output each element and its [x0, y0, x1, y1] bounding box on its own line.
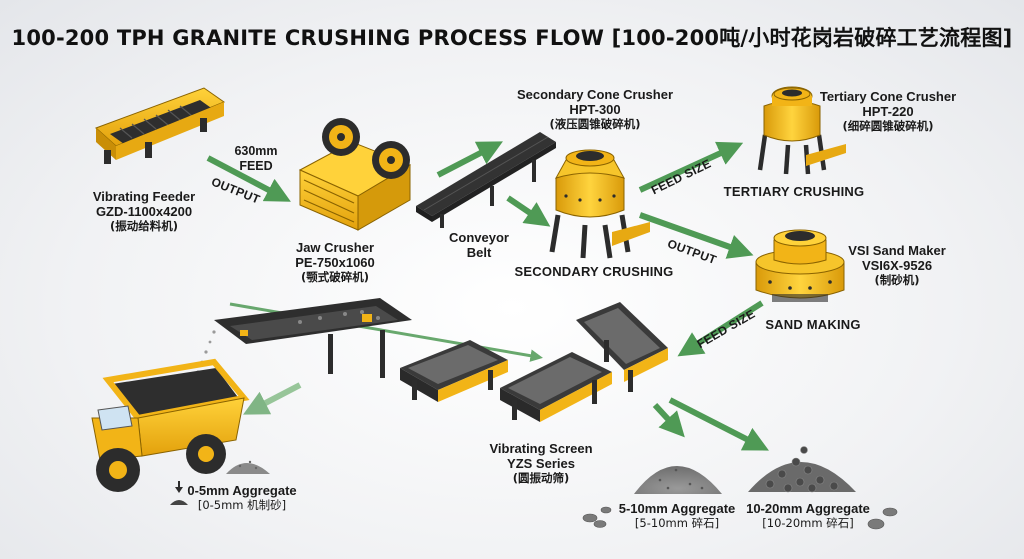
pile-0-5mm-icon: [226, 460, 270, 474]
label-conveyor-belt: Conveyor Belt: [449, 230, 509, 260]
label-vsi-sand-maker: VSI Sand Maker VSI6X-9526 (制砂机): [848, 243, 946, 288]
vsi-name: VSI Sand Maker: [848, 243, 946, 258]
vibrating-feeder-model: GZD-1100x4200: [95, 204, 193, 219]
arrow-vsi-to-screen: [677, 300, 764, 357]
vibrating-screen-icon: [400, 302, 668, 422]
arrow-secondary-to-tertiary: [638, 141, 744, 193]
secondary-cone-model: HPT-300: [569, 102, 621, 117]
vsi-model: VSI6X-9526: [861, 258, 933, 273]
aggregate-10-20-cn: [10-20mm 碎石]: [762, 516, 854, 530]
vibrating-screen-cn: (圆振动筛): [512, 471, 570, 485]
aggregate-5-10-cn: [5-10mm 碎石]: [634, 516, 720, 530]
pile-10-20mm-icon: [748, 446, 856, 493]
label-vibrating-screen: Vibrating Screen YZS Series (圆振动筛): [489, 441, 592, 486]
aggregate-10-20-name: 10-20mm Aggregate: [746, 501, 870, 516]
sand-symbol-icon: [170, 481, 188, 505]
label-aggregate-0-5: 0-5mm Aggregate [0-5mm 机制砂]: [187, 483, 296, 513]
page-title: 100-200 TPH GRANITE CRUSHING PROCESS FLO…: [11, 26, 1013, 50]
label-vibrating-feeder: Vibrating Feeder GZD-1100x4200 (振动给料机): [93, 189, 195, 234]
arrow-conveyor-to-secondary: [506, 195, 551, 227]
stage-sand-making: SAND MAKING: [765, 317, 861, 332]
stage-secondary-crushing: SECONDARY CRUSHING: [514, 264, 674, 279]
flow-arrows: [206, 141, 769, 451]
aggregate-5-10-name: 5-10mm Aggregate: [618, 501, 736, 516]
arrow-secondary-to-vsi: [638, 212, 754, 259]
jaw-crusher-name: Jaw Crusher: [295, 240, 375, 255]
jaw-crusher-model: PE-750x1060: [295, 255, 375, 270]
aggregate-0-5-name: 0-5mm Aggregate: [187, 483, 297, 498]
pile-5-10mm-icon: [634, 466, 722, 494]
dump-truck-icon: [91, 358, 250, 492]
vibrating-screen-model: YZS Series: [507, 456, 575, 471]
tertiary-cone-cn: (细碎圆锥破碎机): [842, 119, 934, 133]
conveyor-belt-icon: [416, 132, 556, 228]
secondary-cone-cn: (液压圆锥破碎机): [549, 117, 641, 131]
tertiary-cone-name: Tertiary Cone Crusher: [819, 89, 957, 104]
vibrating-feeder-name: Vibrating Feeder: [92, 189, 196, 204]
lower-conveyor-icon: [192, 298, 412, 384]
label-jaw-crusher: Jaw Crusher PE-750x1060 (颚式破碎机): [295, 240, 375, 285]
vibrating-feeder-cn: (振动给料机): [109, 219, 178, 233]
stage-tertiary-crushing: TERTIARY CRUSHING: [723, 184, 865, 199]
label-secondary-cone-crusher: Secondary Cone Crusher HPT-300 (液压圆锥破碎机): [517, 87, 673, 132]
label-tertiary-cone-crusher: Tertiary Cone Crusher HPT-220 (细碎圆锥破碎机): [820, 89, 956, 134]
arrow-screen-to-5-10: [652, 402, 685, 438]
vsi-cn: (制砂机): [874, 273, 920, 287]
sample-rocks-5-10-icon: [582, 506, 612, 528]
arrow-feeder-to-jaw: [206, 155, 291, 202]
arrow-to-truck: [243, 382, 302, 415]
aggregate-0-5-cn: [0-5mm 机制砂]: [197, 498, 287, 512]
sample-rocks-10-20-icon: [867, 507, 898, 530]
label-aggregate-10-20: 10-20mm Aggregate [10-20mm 碎石]: [746, 501, 870, 531]
feed-630mm-line1: 630mm: [234, 144, 278, 158]
tertiary-cone-model: HPT-220: [862, 104, 914, 119]
arrow-screen-to-10-20: [668, 397, 769, 451]
screen-deck-right: [576, 302, 668, 392]
vsi-sand-maker-icon: [755, 229, 845, 302]
jaw-crusher-icon: [298, 118, 412, 231]
vibrating-feeder-icon: [95, 87, 226, 164]
feed-630mm-line2: FEED: [239, 159, 273, 173]
jaw-crusher-cn: (颚式破碎机): [300, 270, 370, 284]
label-aggregate-5-10: 5-10mm Aggregate [5-10mm 碎石]: [619, 501, 736, 531]
secondary-cone-crusher-icon: [549, 149, 650, 259]
secondary-cone-name: Secondary Cone Crusher: [516, 87, 674, 102]
feed-630mm-label: 630mm FEED: [234, 144, 277, 174]
conveyor-belt-name: Conveyor: [449, 230, 509, 245]
screen-deck-left: [400, 340, 508, 402]
screen-deck-middle: [500, 352, 612, 422]
tertiary-cone-crusher-icon: [757, 86, 846, 175]
conveyor-belt-name2: Belt: [466, 245, 492, 260]
vibrating-screen-name: Vibrating Screen: [489, 441, 593, 456]
arrow-jaw-to-conveyor: [436, 141, 503, 178]
